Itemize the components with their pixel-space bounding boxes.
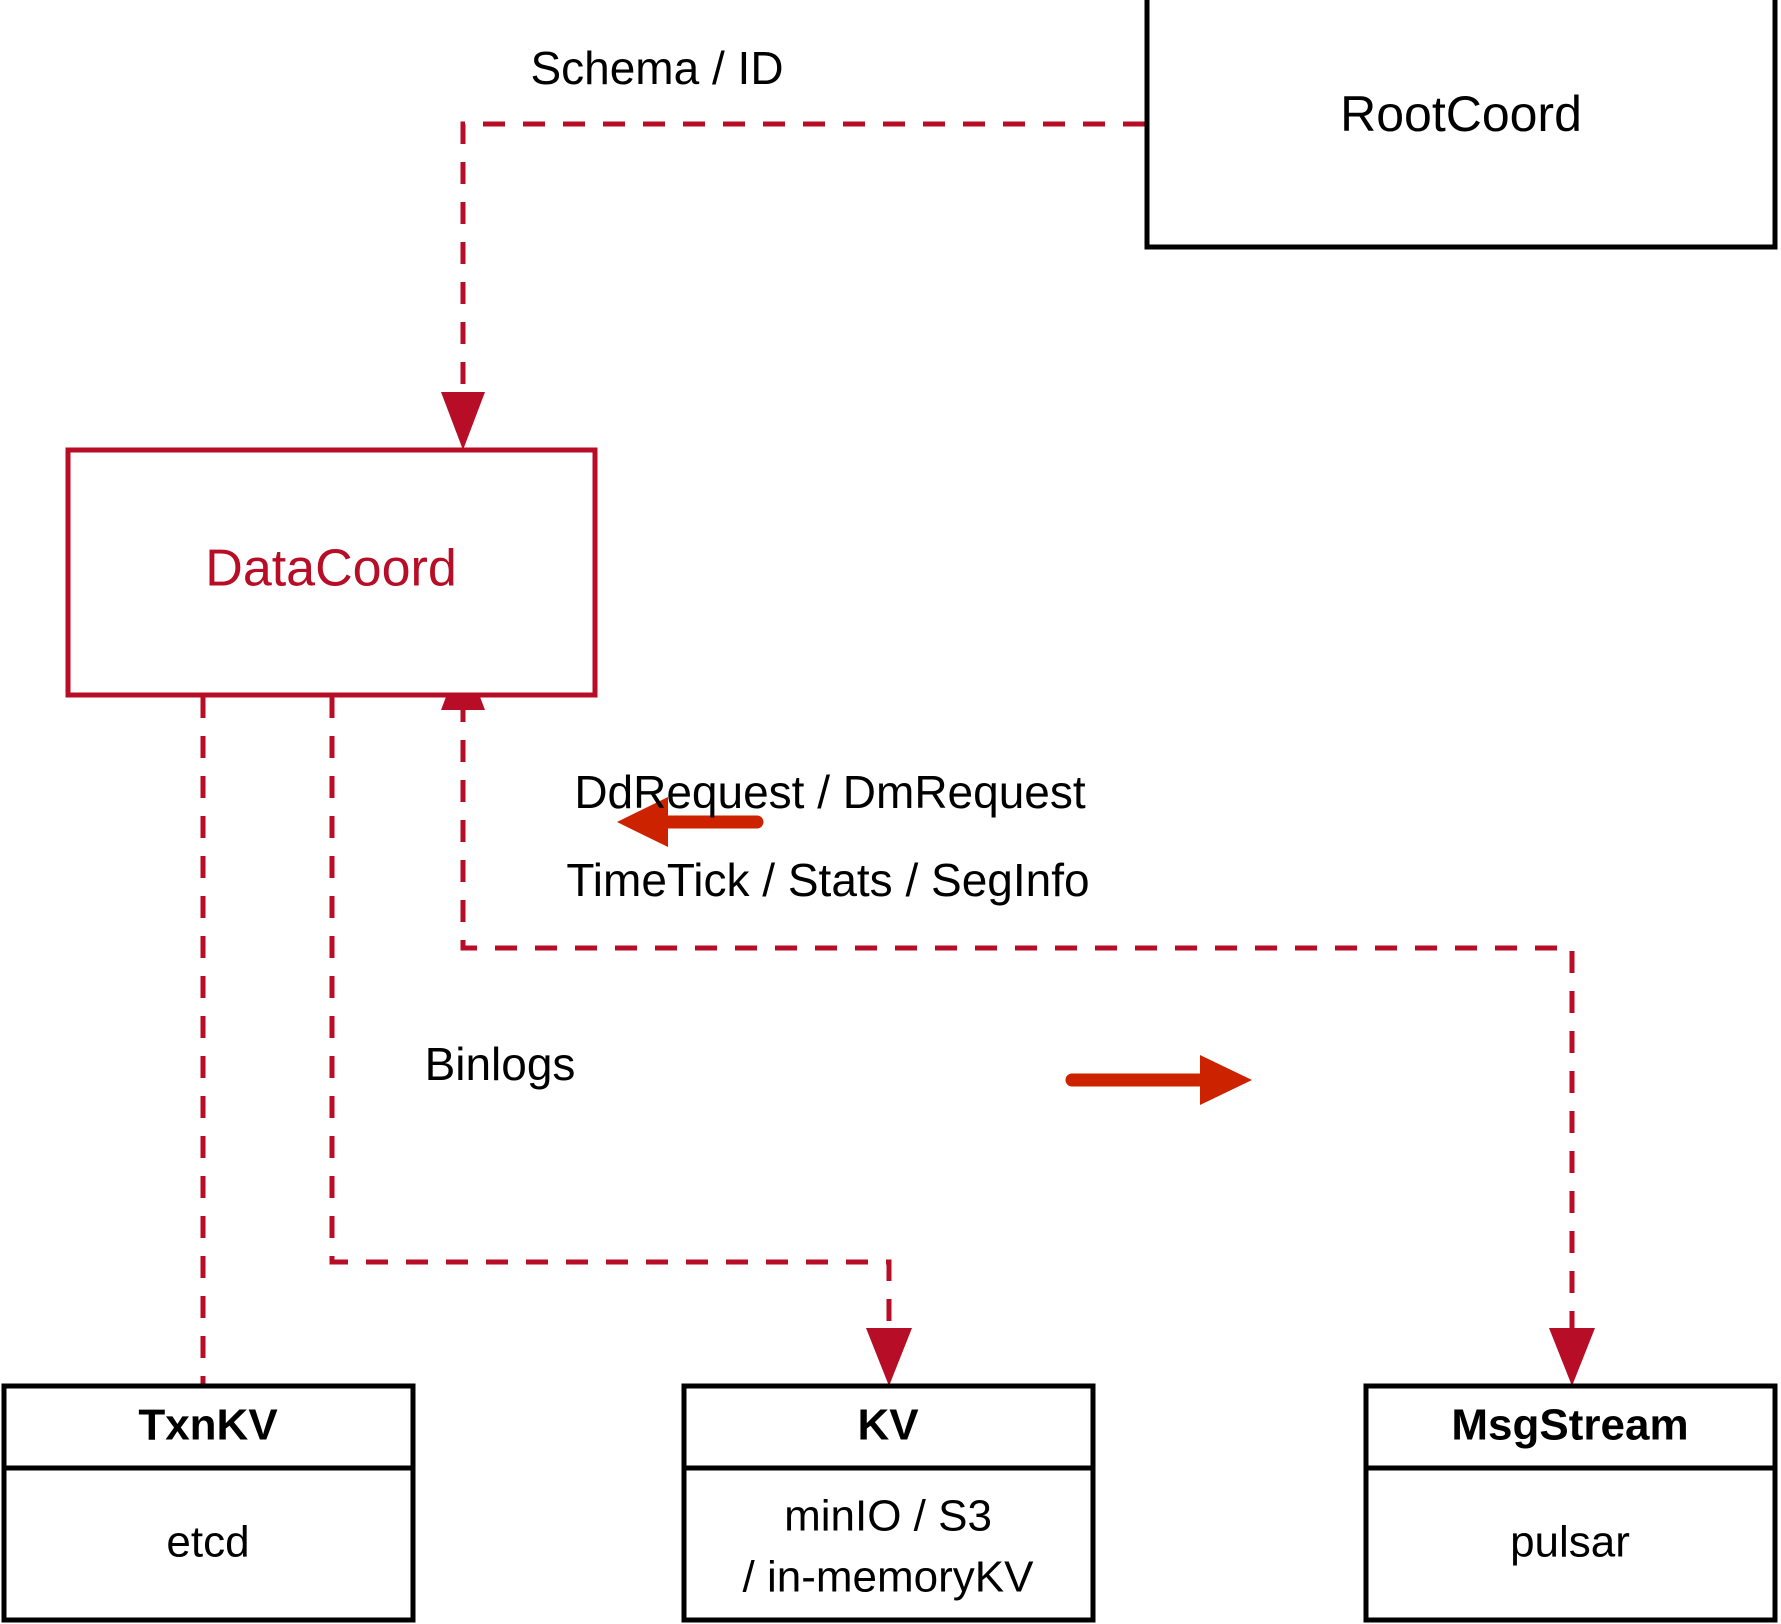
edge-schema-id [441,121,1145,450]
flow-arrow-right-head [1200,1055,1252,1105]
node-datacoord[interactable]: DataCoord [65,447,598,698]
node-kv-subtitle-line2: / in-memoryKV [743,1553,1035,1602]
edge-label-binlogs: Binlogs [425,1038,576,1090]
node-datacoord-box[interactable] [65,447,598,698]
flow-arrow-left-head [617,797,668,847]
node-txnkv-title: TxnKV [138,1401,278,1450]
node-msgstream-subtitle: pulsar [1510,1518,1630,1567]
edge-msgstream-down-arrowhead [1549,1328,1595,1386]
edge-binlogs-path [329,696,892,1336]
edge-msgstream-bus [441,652,1595,1386]
node-txnkv[interactable]: TxnKV etcd [1,1383,416,1623]
flow-arrow-left [617,797,764,847]
node-kv-box[interactable] [681,1383,1096,1623]
node-kv-subtitle-line1: minIO / S3 [784,1492,992,1541]
node-msgstream-box[interactable] [1363,1383,1778,1623]
node-kv-title: KV [857,1401,919,1450]
node-txnkv-box[interactable] [1,1383,416,1623]
node-rootcoord-box[interactable] [1144,0,1778,250]
edge-label-dd-dm-request: DdRequest / DmRequest [574,766,1086,818]
node-txnkv-subtitle: etcd [166,1518,249,1567]
edge-binlogs-arrowhead [866,1328,912,1386]
edge-label-timetick-stats-seginfo: TimeTick / Stats / SegInfo [566,854,1089,906]
node-rootcoord[interactable]: RootCoord [1144,0,1778,250]
node-kv[interactable]: KV minIO / S3 / in-memoryKV [681,1383,1096,1623]
flow-arrow-right [1065,1055,1252,1105]
node-rootcoord-label: RootCoord [1340,86,1582,142]
edge-schema-id-path [460,121,1145,400]
edge-msgstream-bus-path [460,700,1575,1336]
node-msgstream-title: MsgStream [1451,1401,1688,1450]
node-msgstream[interactable]: MsgStream pulsar [1363,1383,1778,1623]
edge-binlogs [329,696,912,1386]
edge-label-schema-id: Schema / ID [530,42,783,94]
node-datacoord-label: DataCoord [205,540,456,598]
edge-schema-id-arrowhead [441,392,485,450]
